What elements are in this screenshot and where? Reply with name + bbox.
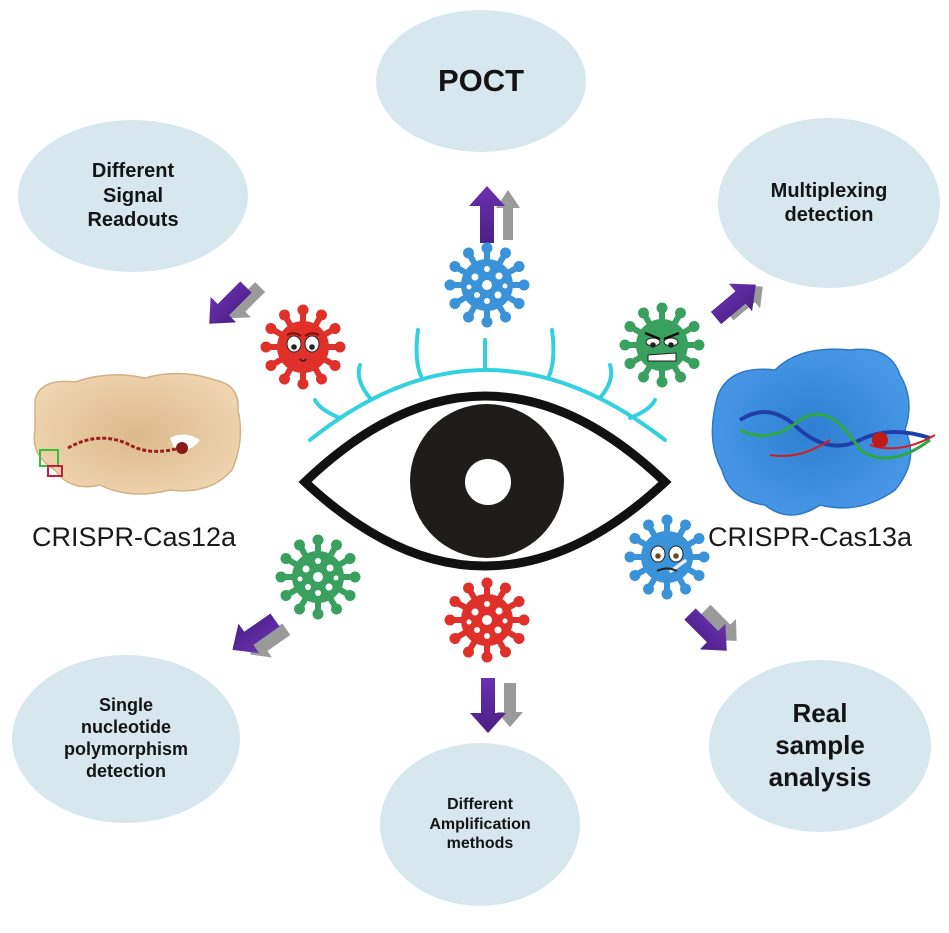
arrow-down-amplification-icon xyxy=(470,678,523,733)
bubble-amplification-text: Different Amplification methods xyxy=(429,796,531,853)
bubble-poct-text: POCT xyxy=(437,63,525,99)
bubble-real-sample: Real sample analysis xyxy=(709,660,931,832)
cas13a-protein-icon xyxy=(711,348,936,516)
cas12a-label: CRISPR-Cas12a xyxy=(32,522,237,552)
bubble-signal-text: Different Signal Readouts xyxy=(87,160,179,232)
bubble-real-text: Real sample analysis xyxy=(768,698,872,792)
arrow-up-right-multiplex-icon xyxy=(710,283,763,325)
bubble-snp-detection: Single nucleotide polymorphism detection xyxy=(12,655,240,823)
cas13a-label: CRISPR-Cas13a xyxy=(708,522,913,552)
arrow-up-left-signal-icon xyxy=(209,281,266,324)
bubble-poct: POCT xyxy=(376,10,586,152)
bubble-multiplexing-text: Multiplexing detection xyxy=(770,179,888,226)
bubble-multiplexing: Multiplexing detection xyxy=(718,118,940,288)
bubble-amplification: Different Amplification methods xyxy=(380,743,580,906)
eyelash-icon xyxy=(308,328,667,442)
arrow-up-poct-icon xyxy=(469,186,520,243)
virus-bottom-left-icon xyxy=(275,534,361,620)
virus-top-icon xyxy=(444,242,530,328)
virus-top-right-icon xyxy=(619,302,705,388)
arrow-down-left-snp-icon xyxy=(232,613,291,658)
virus-top-left-icon xyxy=(260,304,346,390)
virus-bottom-right-icon xyxy=(624,514,710,600)
bubble-signal-readouts: Different Signal Readouts xyxy=(18,120,248,272)
cas12a-protein-icon xyxy=(33,372,242,495)
arrow-down-right-real-icon xyxy=(684,604,737,651)
bubble-snp-text: Single nucleotide polymorphism detection xyxy=(63,695,188,781)
virus-bottom-icon xyxy=(444,577,530,663)
pupil-highlight-icon xyxy=(465,459,511,505)
